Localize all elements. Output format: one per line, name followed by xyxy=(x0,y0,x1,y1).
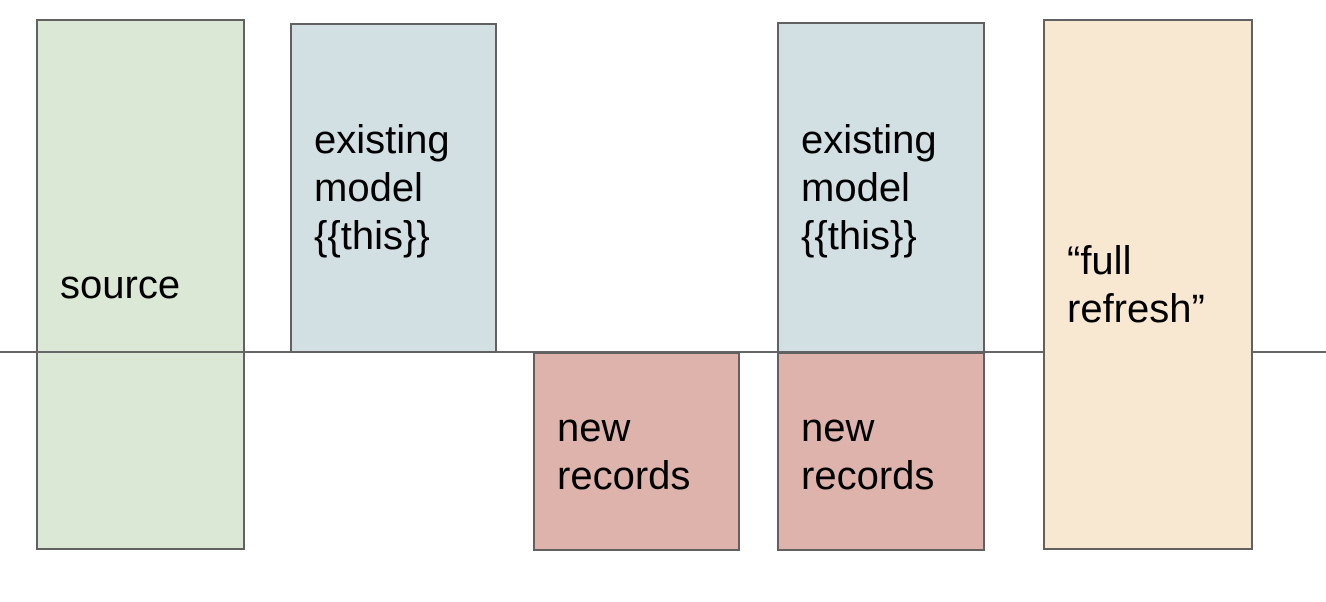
box-new-records-1-label: new records xyxy=(557,405,691,498)
box-full-refresh: “full refresh” xyxy=(1043,19,1253,550)
box-new-records-2-label: new records xyxy=(801,405,935,498)
box-full-refresh-label: “full refresh” xyxy=(1067,238,1205,331)
box-new-records-2: new records xyxy=(777,352,985,551)
box-new-records-1: new records xyxy=(533,352,740,551)
box-source-label: source xyxy=(60,262,181,307)
box-existing-model-1-label: existing model {{this}} xyxy=(314,118,450,258)
box-existing-model-2-label: existing model {{this}} xyxy=(801,117,937,258)
box-source: source xyxy=(36,19,245,550)
box-existing-model-2: existing model {{this}} xyxy=(777,22,985,353)
box-existing-model-1: existing model {{this}} xyxy=(290,23,497,353)
